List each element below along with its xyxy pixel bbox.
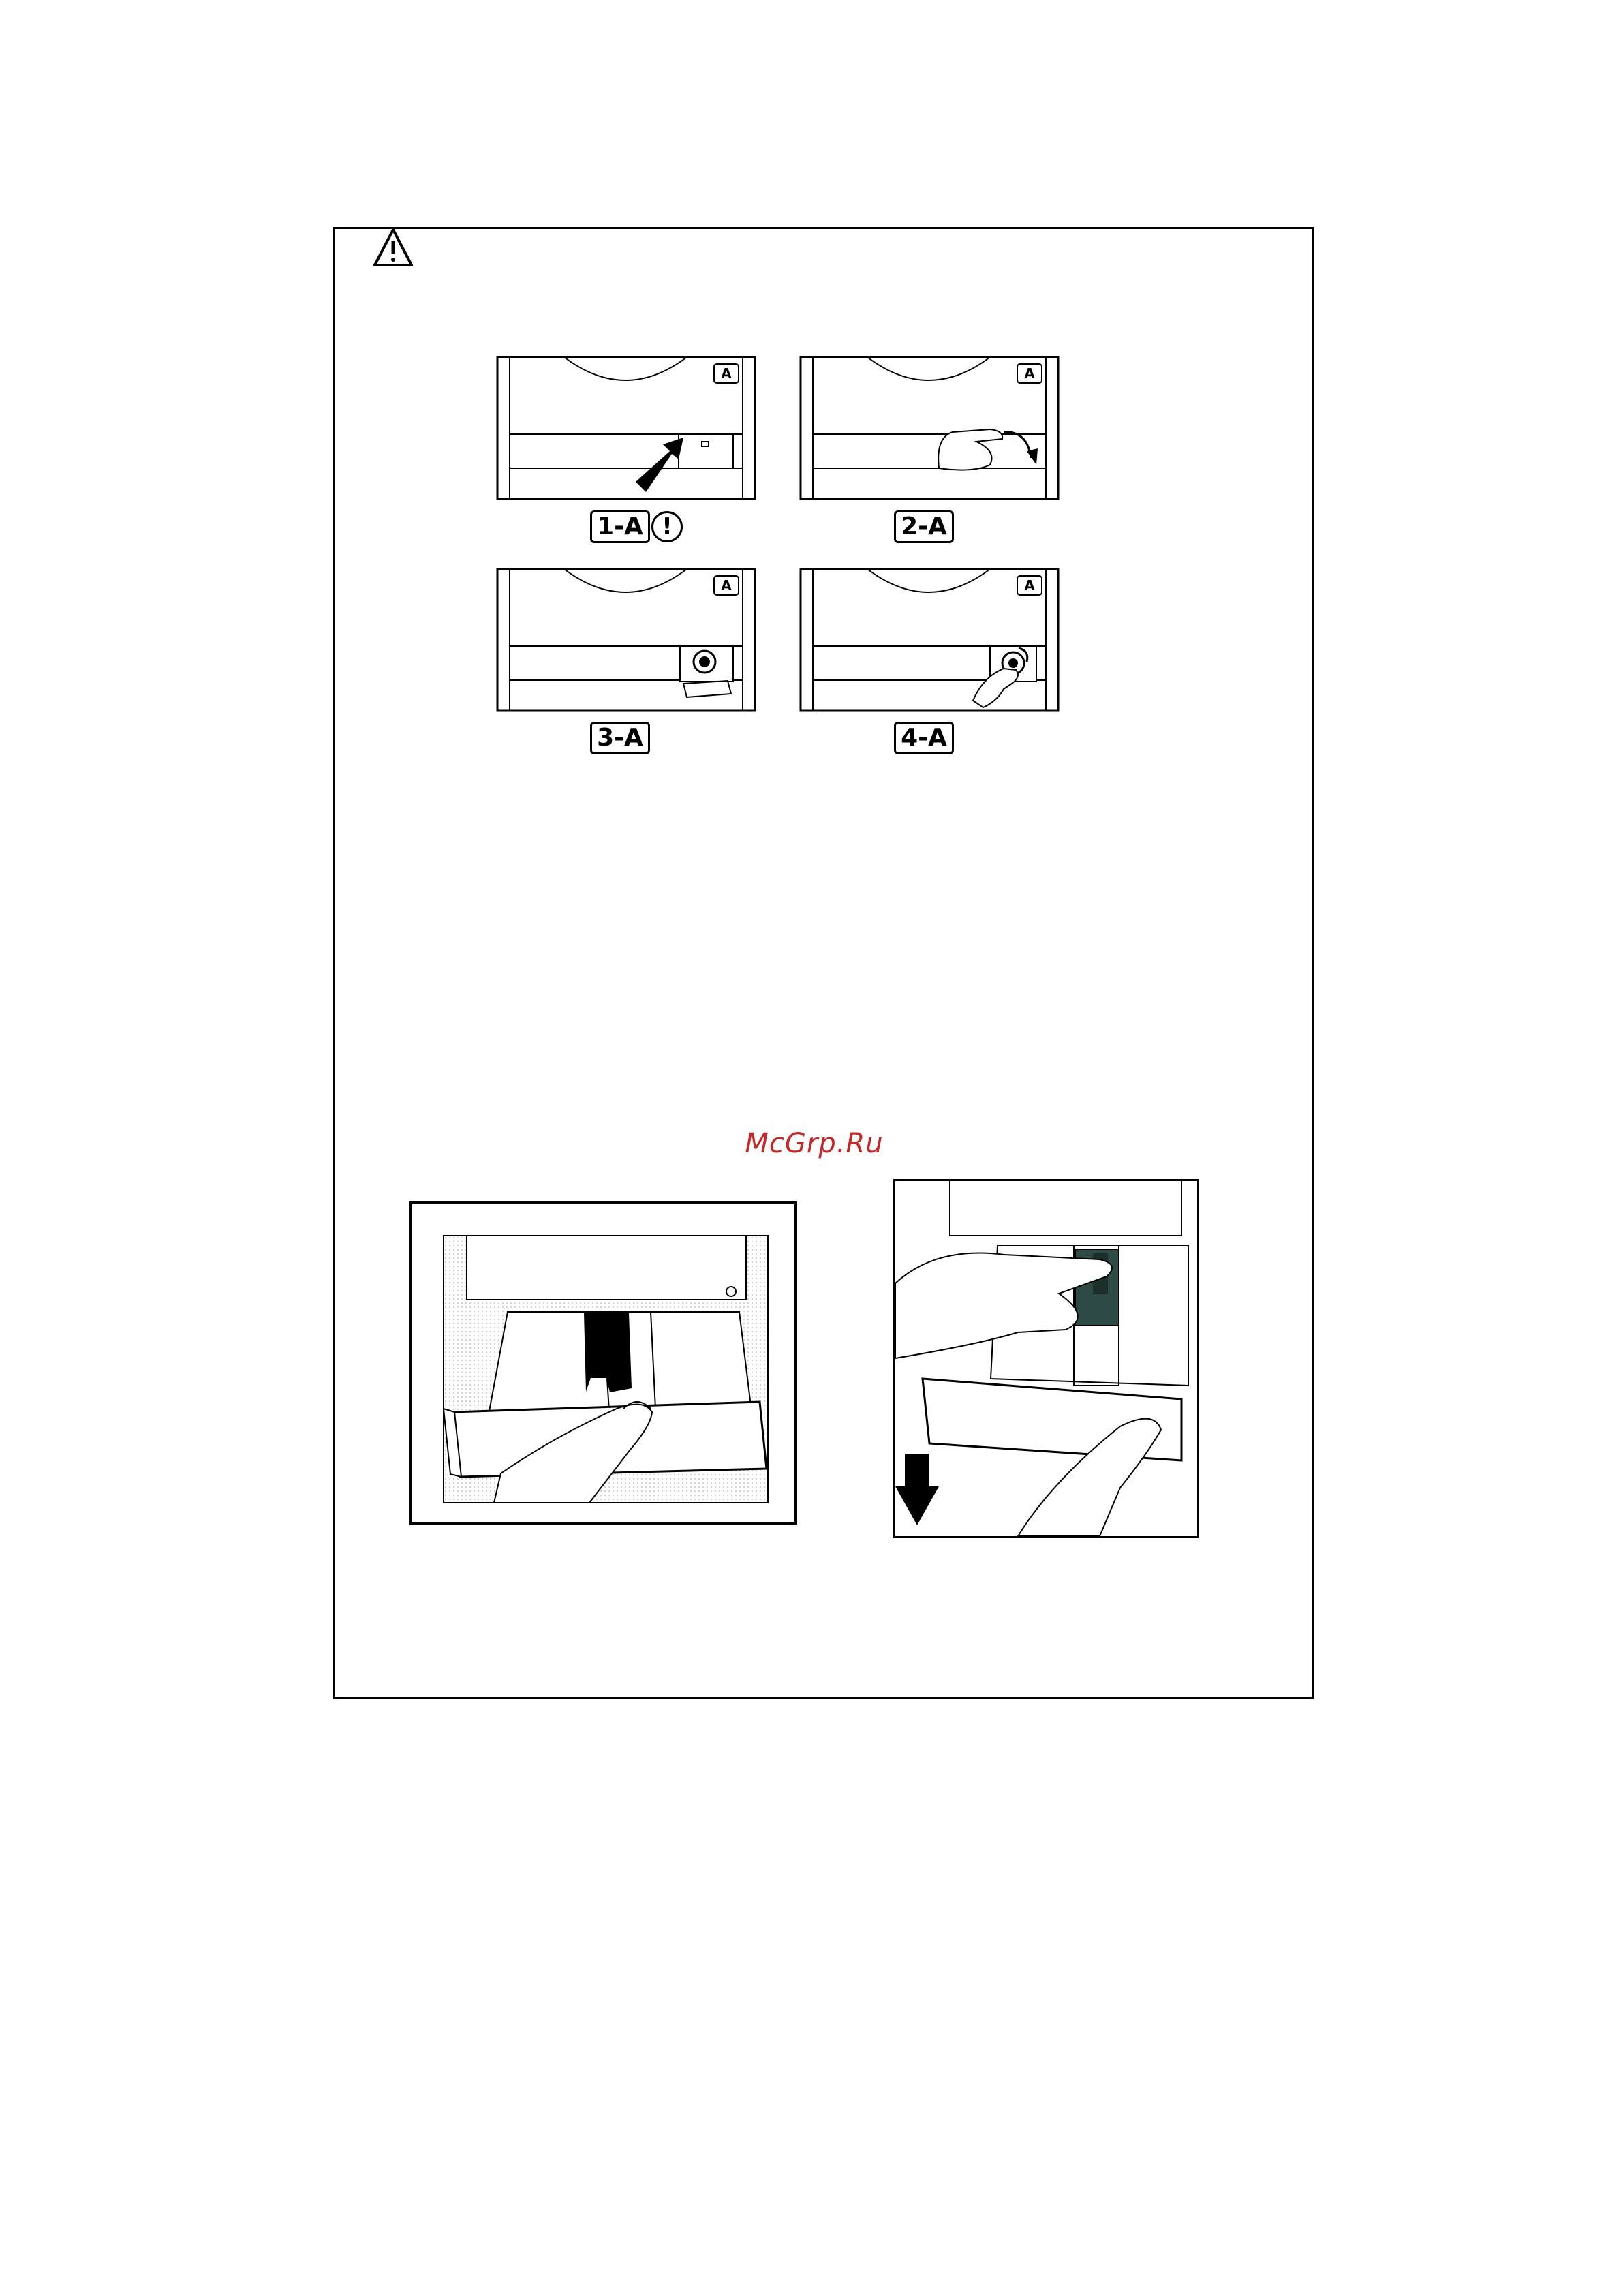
diagram-panel-2a: A xyxy=(799,356,1060,500)
step-label-3a: 3-A xyxy=(590,722,650,754)
drawer-illustration-left xyxy=(409,1201,797,1525)
alert-icon: ! xyxy=(651,511,683,542)
step-label-4a: 4-A xyxy=(894,722,954,754)
svg-text:A: A xyxy=(1024,365,1035,382)
diagram-panel-3a: A xyxy=(496,568,756,712)
svg-text:A: A xyxy=(721,577,732,594)
warning-triangle-icon xyxy=(372,227,414,268)
watermark-text: McGrp.Ru xyxy=(715,1128,913,1159)
svg-text:A: A xyxy=(1024,577,1035,594)
step-label-1a: 1-A xyxy=(590,510,650,543)
corner-tag: A xyxy=(721,365,732,382)
drawer-illustration-right xyxy=(893,1179,1199,1538)
diagram-panel-4a: A xyxy=(799,568,1060,712)
step-label-2a: 2-A xyxy=(894,510,954,543)
diagram-panel-1a: A xyxy=(496,356,756,500)
